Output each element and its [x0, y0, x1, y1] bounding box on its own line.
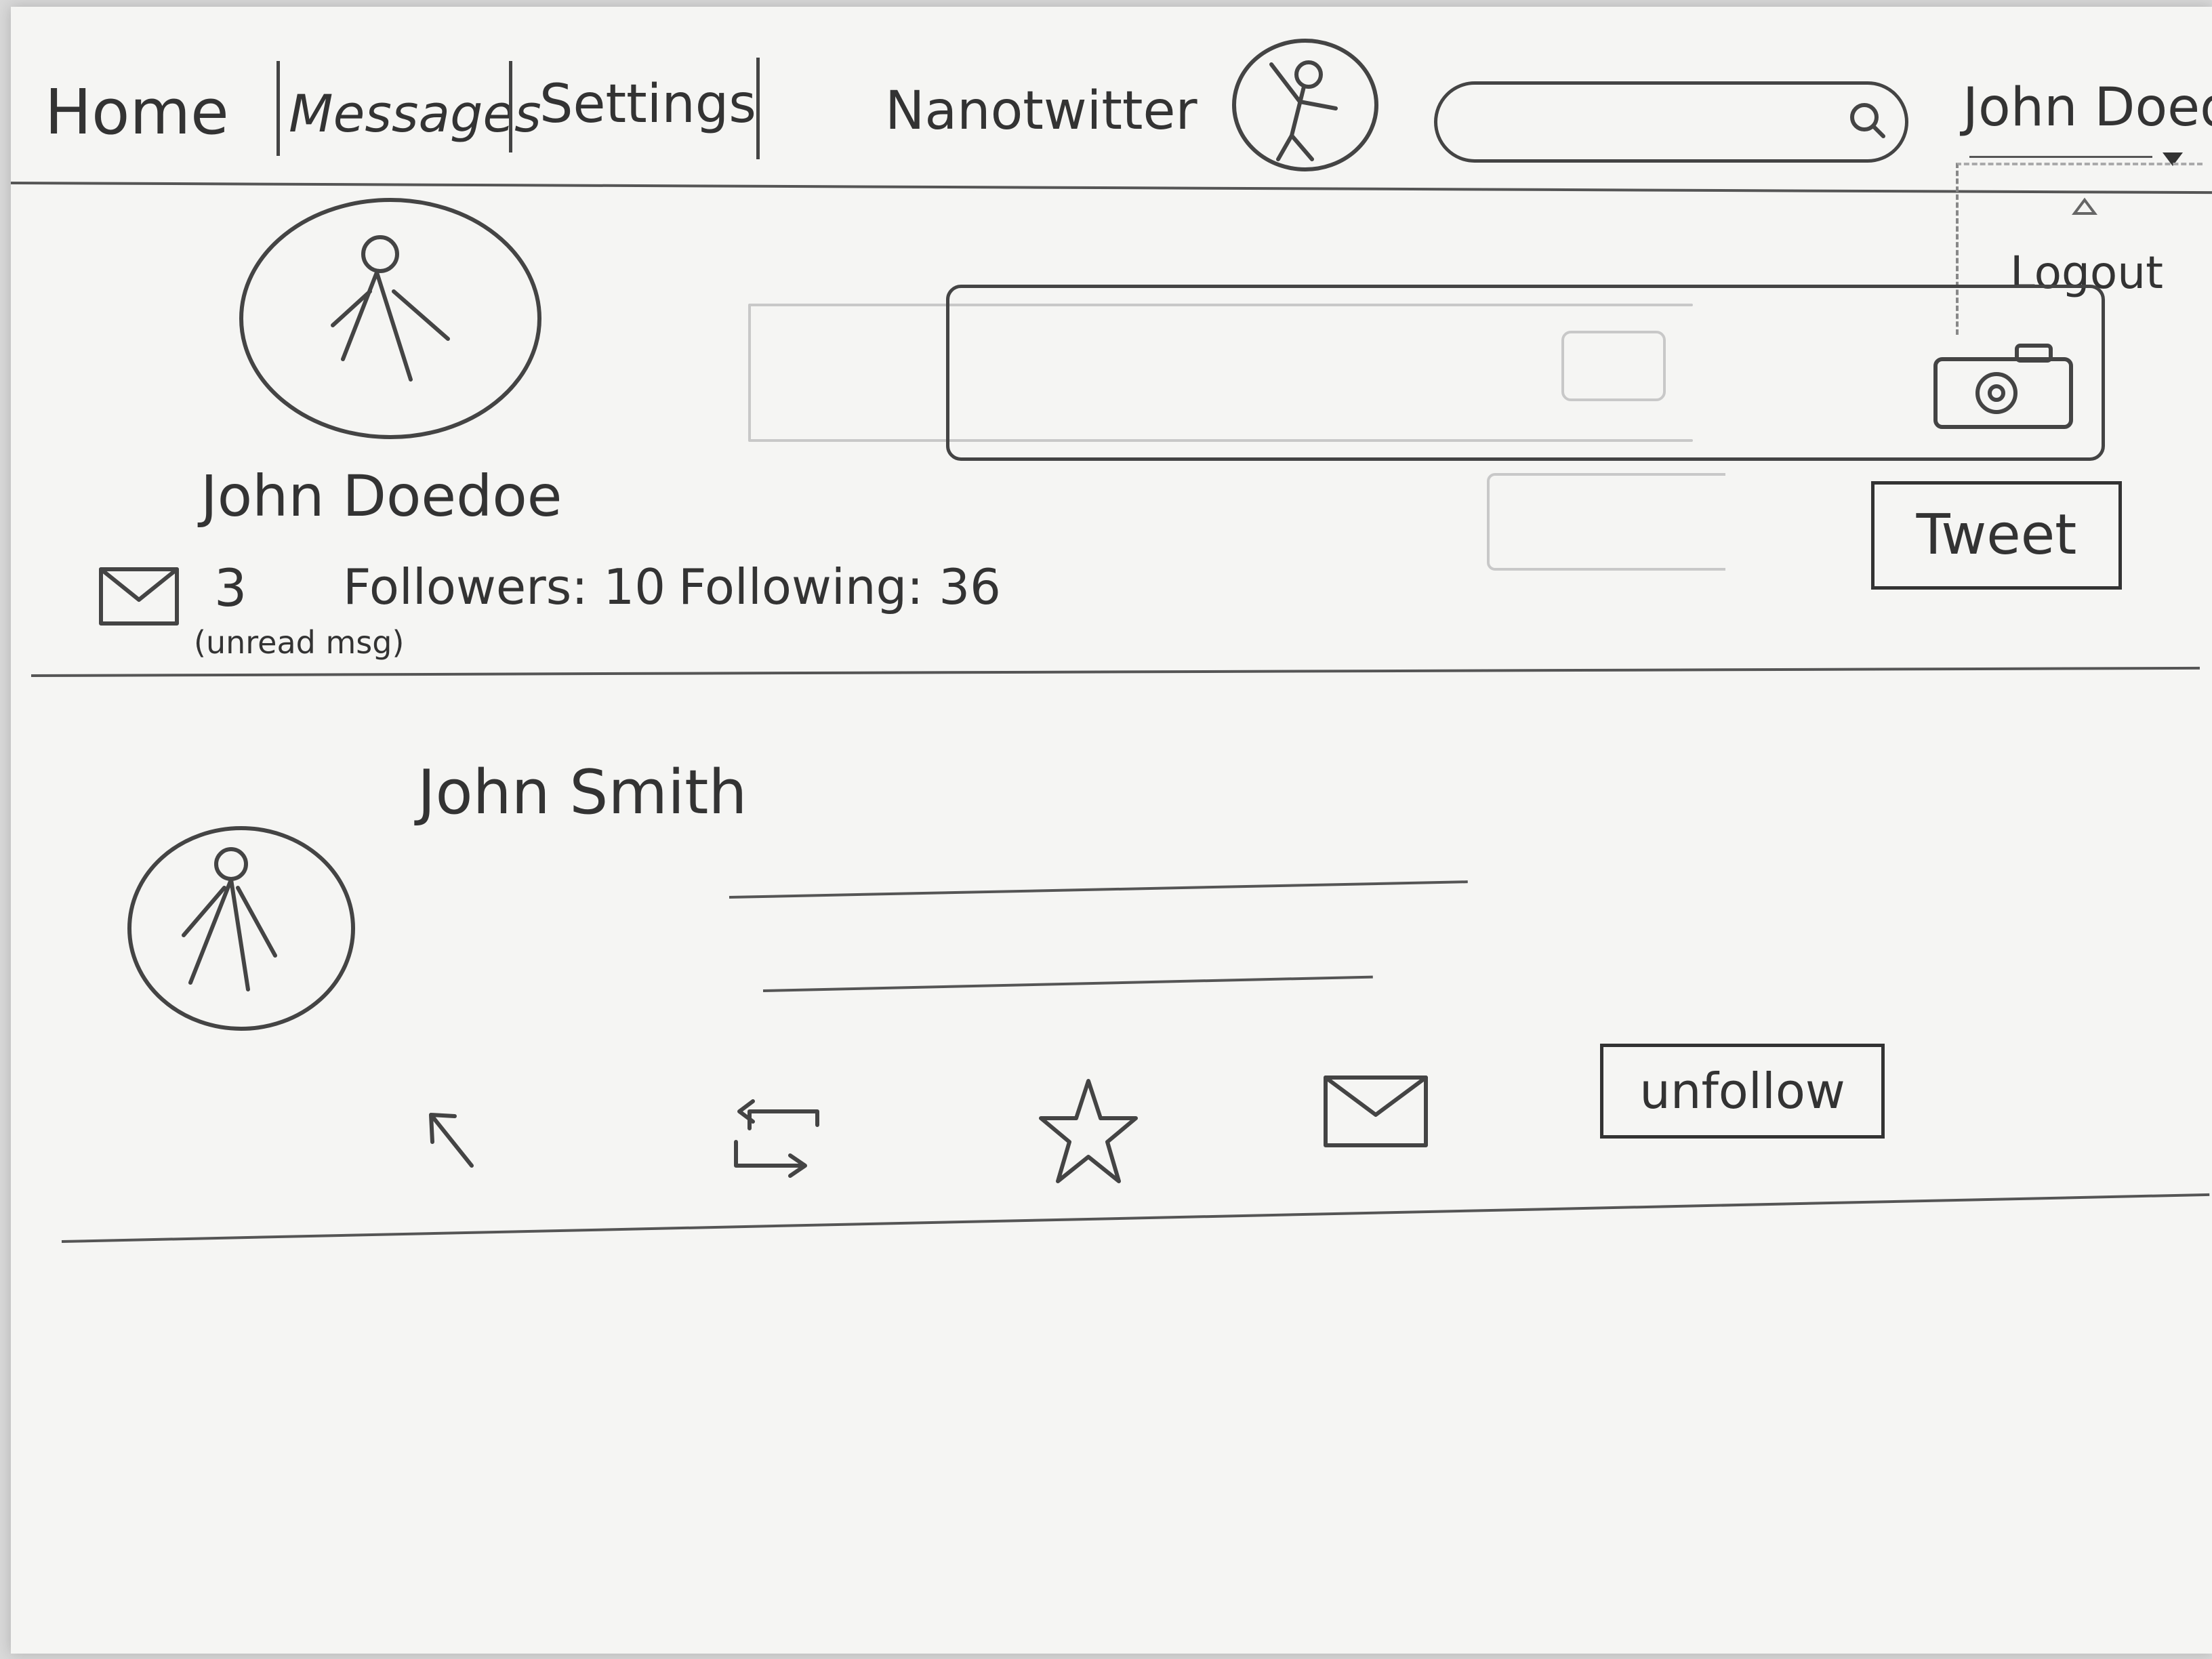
- reply-arrow-icon[interactable]: [417, 1101, 485, 1176]
- nav-divider: [509, 61, 512, 152]
- tweet-button[interactable]: Tweet: [1871, 481, 2122, 590]
- tweet-composer[interactable]: [946, 285, 2105, 461]
- camera-icon[interactable]: [1922, 339, 2085, 434]
- nav-divider: [276, 61, 280, 156]
- search-box[interactable]: [1434, 81, 1908, 163]
- nav-settings[interactable]: Settings: [539, 78, 756, 131]
- nav-home-label: Home: [45, 76, 229, 148]
- search-icon[interactable]: [1844, 97, 1891, 144]
- tweet-text-line: [762, 975, 1373, 992]
- following-label: Following:: [678, 558, 924, 615]
- followers-label: Followers:: [343, 558, 588, 615]
- user-menu-toggle[interactable]: John Doedoe: [1963, 81, 2212, 134]
- following-value: 36: [939, 558, 1001, 615]
- followers-value: 10: [603, 558, 666, 615]
- nav-messages[interactable]: Messages: [289, 88, 541, 140]
- following-stat[interactable]: Following: 36: [678, 562, 1001, 611]
- tweet-author[interactable]: John Smith: [417, 757, 747, 828]
- mail-icon[interactable]: [96, 562, 184, 630]
- profile-section-divider: [30, 666, 2200, 677]
- followers-stat[interactable]: Followers: 10: [343, 562, 665, 611]
- star-icon[interactable]: [1034, 1074, 1143, 1189]
- retweet-icon[interactable]: [722, 1091, 831, 1179]
- brand-title: Nanotwitter: [885, 81, 1197, 142]
- sketch-page: Home Messages Settings Nanotwitter John …: [10, 7, 2212, 1654]
- caret-down-icon[interactable]: [2159, 149, 2186, 169]
- search-input[interactable]: [1465, 102, 1820, 140]
- nav-messages-label: Messages: [289, 83, 541, 144]
- tweet-text-line: [729, 880, 1468, 899]
- nav-settings-label: Settings: [539, 74, 756, 135]
- unread-caption: (unread msg): [194, 624, 405, 661]
- stick-figure-icon[interactable]: [1224, 34, 1387, 176]
- tweet-button-label: Tweet: [1916, 503, 2077, 567]
- unfollow-button-label: unfollow: [1639, 1063, 1845, 1120]
- unread-count: 3: [214, 558, 247, 618]
- nav-divider: [756, 58, 760, 159]
- caret-up-icon: [2072, 197, 2097, 215]
- profile-name: John Doedoe: [201, 463, 562, 529]
- tweet-avatar[interactable]: [123, 820, 360, 1037]
- mail-icon[interactable]: [1319, 1064, 1434, 1152]
- profile-avatar: [239, 198, 541, 439]
- nav-home[interactable]: Home: [45, 81, 229, 144]
- username: John Doedoe: [1963, 77, 2212, 138]
- unfollow-button[interactable]: unfollow: [1600, 1044, 1885, 1139]
- tweet-card: John Smith unfollow: [11, 684, 2212, 1267]
- username-underline: [1969, 156, 2152, 158]
- tweet-input[interactable]: [970, 305, 1853, 436]
- user-dropdown: [1956, 163, 2203, 335]
